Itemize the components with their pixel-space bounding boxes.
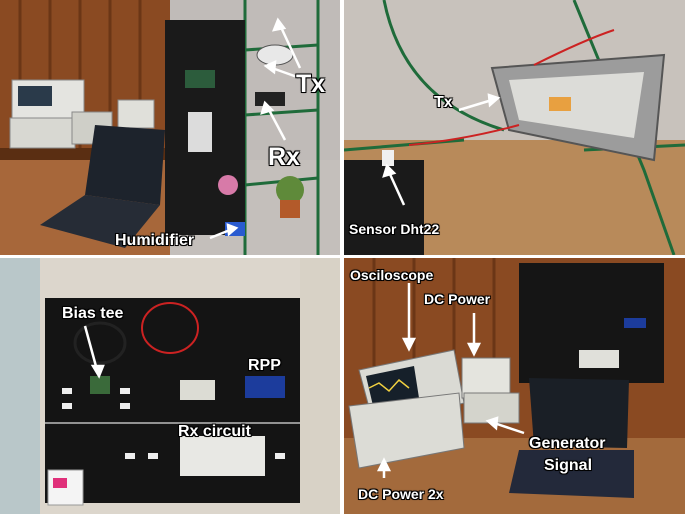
label-signal: Signal (544, 457, 593, 474)
label-rx: Rx (268, 143, 300, 171)
label-generator: Generator (529, 435, 606, 452)
label-bias-tee: Bias tee (62, 305, 124, 322)
label-osciloscope: Osciloscope (350, 267, 434, 283)
label-tx: Tx (434, 94, 453, 111)
label-rpp: RPP (248, 357, 281, 374)
photo-tx-lamp: Tx Sensor Dht22 (344, 0, 685, 255)
photo-lab-greenhouse: Tx Rx Humidifier (0, 0, 340, 255)
photo-lab-greenhouse-scene (0, 0, 340, 255)
label-dc-power: DC Power (424, 291, 491, 307)
label-humidifier: Humidifier (115, 232, 195, 249)
label-dc-power-2x: DC Power 2x (358, 486, 444, 502)
photo-instruments-bench: Osciloscope DC Power Generator Signal DC… (344, 258, 685, 514)
label-sensor-dht22: Sensor Dht22 (349, 221, 440, 237)
photo-tx-lamp-scene (344, 0, 685, 255)
label-tx: Tx (296, 70, 326, 98)
photo-circuit-board: Bias tee RPP Rx circuit (0, 258, 340, 514)
photo-circuit-board-scene (0, 258, 340, 514)
photo-instruments-bench-scene (344, 258, 685, 514)
label-rx-circuit: Rx circuit (178, 423, 251, 440)
